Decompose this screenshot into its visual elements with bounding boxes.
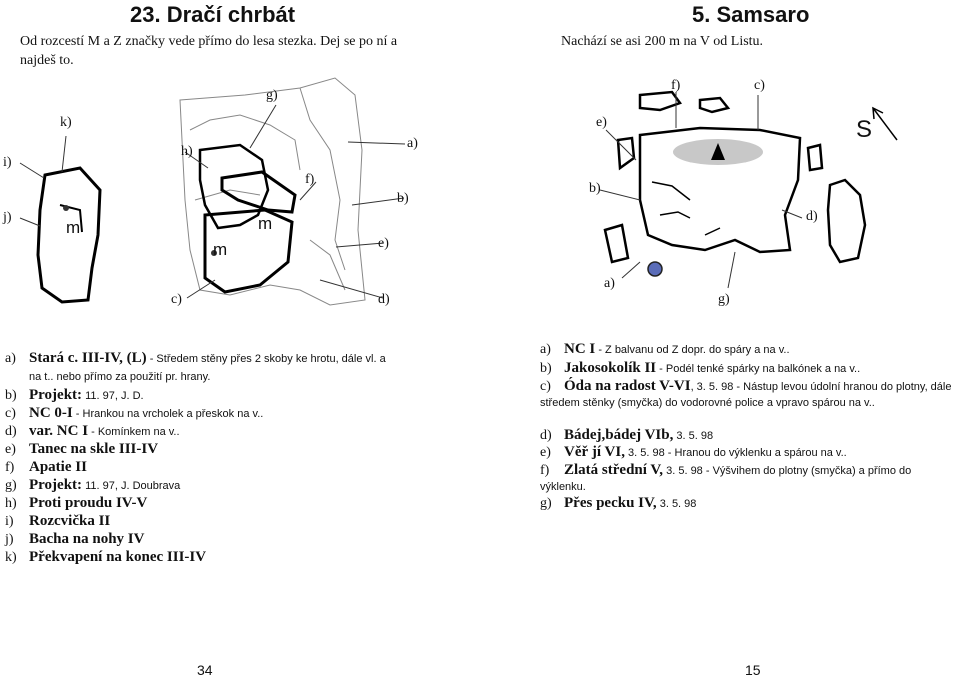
rock-block-mid bbox=[198, 143, 270, 230]
left-page-number: 34 bbox=[197, 662, 213, 678]
map-label-c: c) bbox=[171, 292, 182, 307]
right-topo-map bbox=[603, 90, 867, 264]
route-item: d)var. NC I - Komínkem na v.. bbox=[5, 423, 180, 439]
route-item: e)Věř jí VI, 3. 5. 98 - Hranou do výklen… bbox=[540, 444, 847, 460]
map-label-h: h) bbox=[181, 144, 193, 159]
right-intro-text: Nachází se asi 200 m na V od Listu. bbox=[561, 34, 764, 49]
route-item: e)Tanec na skle III-IV bbox=[5, 441, 159, 457]
map-label-c: c) bbox=[754, 78, 765, 93]
map-label-a: a) bbox=[407, 136, 418, 151]
route-item: b)Projekt: 11. 97, J. D. bbox=[5, 387, 144, 403]
map-label-e: e) bbox=[596, 115, 607, 130]
small-rock-4 bbox=[806, 143, 824, 172]
left-page-title: 23. Dračí chrbát bbox=[130, 2, 296, 27]
map-label-f: f) bbox=[305, 172, 315, 187]
left-intro-text: Od rozcestí M a Z značky vede přímo do l… bbox=[20, 34, 398, 68]
route-item: f)Apatie II bbox=[5, 459, 87, 475]
route-item-cont: na t.. nebo přímo za použití pr. hrany. bbox=[29, 371, 211, 383]
small-rock-2 bbox=[698, 96, 731, 114]
left-topo-rocks bbox=[36, 143, 297, 304]
route-item: f)Zlatá střední V, 3. 5. 98 - Výšvihem d… bbox=[540, 462, 912, 493]
route-item: a)Stará c. III-IV, (L) - Středem stěny p… bbox=[5, 350, 386, 366]
map-label-a: a) bbox=[604, 276, 615, 291]
right-page-title: 5. Samsaro bbox=[692, 2, 810, 27]
map-label-m: m bbox=[66, 218, 81, 237]
route-item: j)Bacha na nohy IV bbox=[5, 531, 145, 547]
rock-block-left bbox=[36, 166, 102, 304]
route-item: a)NC I - Z balvanu od Z dopr. do spáry a… bbox=[540, 341, 790, 357]
map-label-i: i) bbox=[3, 155, 12, 170]
route-item: c)NC 0-I - Hrankou na vrcholek a přeskok… bbox=[5, 405, 264, 421]
route-item: g)Přes pecku IV, 3. 5. 98 bbox=[540, 495, 697, 511]
main-boulder bbox=[638, 126, 802, 254]
right-page-number: 15 bbox=[745, 662, 761, 678]
map-label-b: b) bbox=[397, 191, 409, 206]
route-item: b)Jakosokolík II - Podél tenké spárky na… bbox=[540, 360, 861, 376]
route-item: g)Projekt: 11. 97, J. Doubrava bbox=[5, 477, 181, 493]
rock-block-upper bbox=[220, 170, 297, 214]
small-rock-5 bbox=[603, 223, 630, 264]
map-label-f: f) bbox=[671, 78, 681, 93]
small-rock-1 bbox=[638, 90, 682, 112]
map-label-m: m bbox=[258, 214, 273, 233]
map-label-b: b) bbox=[589, 181, 601, 196]
small-rock-3 bbox=[616, 136, 636, 171]
route-item: h)Proti proudu IV-V bbox=[5, 495, 148, 511]
boulder-marker-icon bbox=[647, 261, 663, 277]
map-label-d: d) bbox=[378, 292, 390, 307]
route-item: c)Óda na radost V-VI, 3. 5. 98 - Nástup … bbox=[540, 378, 952, 409]
rock-block-lower bbox=[203, 208, 294, 294]
route-item: d)Bádej,bádej VIb, 3. 5. 98 bbox=[540, 427, 714, 443]
north-arrow-icon bbox=[872, 107, 898, 141]
left-leader-lines bbox=[19, 104, 406, 299]
route-item: k)Překvapení na konec III-IV bbox=[5, 549, 207, 565]
summit-triangle-icon bbox=[711, 143, 725, 160]
left-topo-map bbox=[179, 77, 366, 306]
north-label: S bbox=[856, 116, 873, 143]
map-label-g: g) bbox=[266, 88, 278, 103]
map-label-d: d) bbox=[806, 209, 818, 224]
right-tower bbox=[826, 178, 867, 264]
map-label-j: j) bbox=[3, 210, 12, 225]
route-item: i)Rozcvička II bbox=[5, 513, 111, 529]
map-label-g: g) bbox=[718, 292, 730, 307]
map-label-k: k) bbox=[60, 115, 72, 130]
right-leader-lines bbox=[599, 92, 803, 289]
map-label-e: e) bbox=[378, 236, 389, 251]
map-label-m: m bbox=[213, 240, 228, 259]
